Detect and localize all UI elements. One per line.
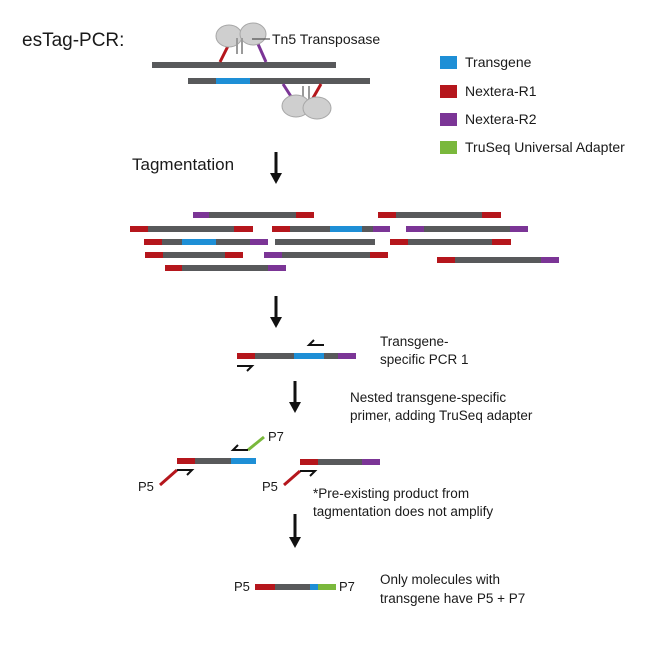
nested-label-line2: primer, adding TruSeq adapter — [350, 408, 533, 423]
tagmentation-label: Tagmentation — [132, 155, 234, 174]
p5-label-preexisting: P5 — [262, 479, 278, 494]
preexisting-note-line1: *Pre-existing product from — [313, 486, 469, 501]
final-note-line2: transgene have P5 + P7 — [380, 591, 525, 606]
legend-label-nextera-r1: Nextera-R1 — [465, 83, 537, 99]
tn5-label: Tn5 Transposase — [272, 31, 380, 47]
nested-product-preexisting — [283, 459, 380, 487]
tagmented-fragments — [130, 212, 559, 271]
pcr1-fragment — [237, 339, 356, 372]
p5-label-nested: P5 — [138, 479, 154, 494]
diagram-title: esTag-PCR: — [22, 30, 124, 51]
p7-label-final: P7 — [339, 579, 355, 594]
step-arrow-4 — [289, 514, 301, 548]
legend-label-nextera-r2: Nextera-R2 — [465, 111, 537, 127]
p7-label-nested: P7 — [268, 429, 284, 444]
legend: Transgene Nextera-R1 Nextera-R2 TruSeq U… — [440, 54, 625, 155]
legend-swatch-nextera-r2 — [440, 113, 457, 126]
legend-swatch-nextera-r1 — [440, 85, 457, 98]
pcr1-label-line2: specific PCR 1 — [380, 352, 469, 367]
tn5-complex-top — [152, 22, 370, 120]
step-arrow-1 — [270, 152, 282, 184]
legend-label-truseq: TruSeq Universal Adapter — [465, 139, 625, 155]
legend-label-transgene: Transgene — [465, 54, 532, 70]
final-product — [255, 584, 336, 590]
legend-swatch-transgene — [440, 56, 457, 69]
step-arrow-3 — [289, 381, 301, 413]
step-arrow-2 — [270, 296, 282, 328]
legend-swatch-truseq — [440, 141, 457, 154]
p5-label-final: P5 — [234, 579, 250, 594]
nested-label-line1: Nested transgene-specific — [350, 390, 506, 405]
final-note-line1: Only molecules with — [380, 572, 500, 587]
pcr1-label-line1: Transgene- — [380, 334, 449, 349]
nested-product-transgene — [159, 435, 265, 487]
preexisting-note-line2: tagmentation does not amplify — [313, 504, 493, 519]
